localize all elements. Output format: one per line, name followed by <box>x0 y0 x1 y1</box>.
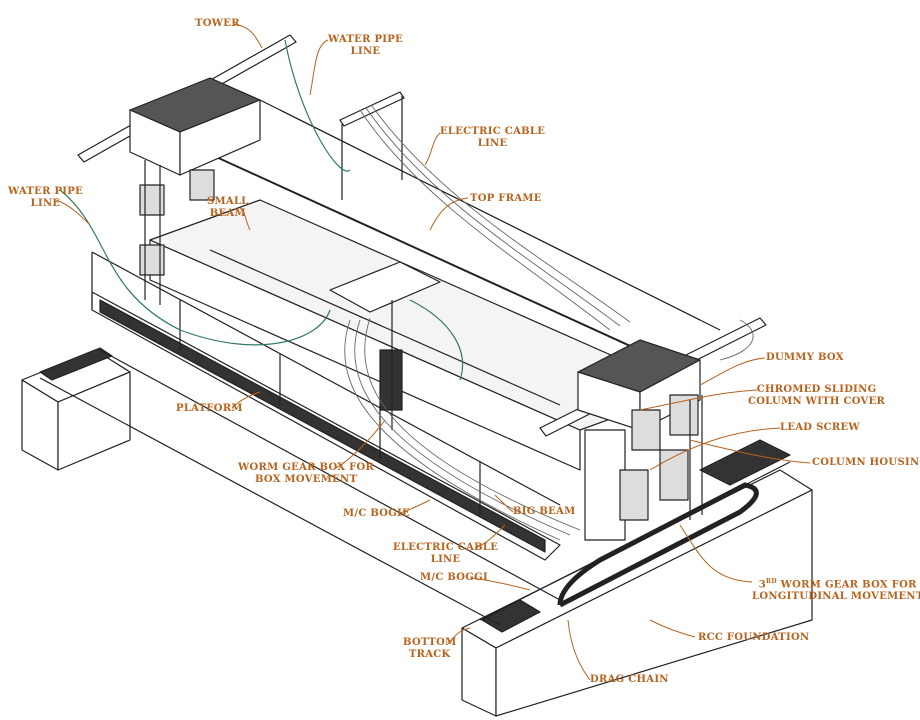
label-line: ELECTRIC CABLE <box>393 542 499 553</box>
label-line: COLUMN WITH COVER <box>748 396 886 407</box>
water-pipes <box>59 39 464 381</box>
label-tower: TOWER <box>195 18 240 29</box>
label-mc-boggi: M/C BOGGI <box>420 572 488 583</box>
label-line: WORM GEAR BOX FOR <box>238 462 375 473</box>
ordinal-number: 3 <box>758 579 767 591</box>
label-rcc-foundation: RCC FOUNDATION <box>698 632 810 643</box>
label-line: WATER PIPE <box>328 34 403 45</box>
rcc-foundation-left <box>21 347 131 471</box>
platform <box>91 251 561 561</box>
label-mc-bogie: M/C BOGIE <box>343 508 411 519</box>
label-line: LONGITUDINAL MOVEMENT <box>752 591 920 603</box>
tower-right <box>577 339 703 541</box>
label-line: WATER PIPE <box>8 186 83 197</box>
worm-gear-carriage <box>329 261 441 430</box>
label-line: BEAM <box>209 208 246 219</box>
label-big-beam: BIG BEAM <box>513 506 576 517</box>
ordinal-suffix: RD <box>766 578 777 585</box>
label-top-frame: TOP FRAME <box>470 193 542 204</box>
label-drag-chain: DRAG CHAIN <box>590 674 669 685</box>
tower-left <box>129 77 261 305</box>
label-dummy-box: DUMMY BOX <box>766 352 844 363</box>
rcc-foundation-right <box>461 439 813 717</box>
label-line: LINE <box>350 46 381 57</box>
leader-lines <box>55 23 811 681</box>
label-line: BOTTOM <box>403 637 457 648</box>
label-line: SMALL <box>207 196 249 207</box>
label-lead-screw: LEAD SCREW <box>780 422 860 433</box>
label-text: WORM GEAR BOX FOR <box>780 579 917 591</box>
electric-cables <box>344 105 754 541</box>
label-line: ELECTRIC CABLE <box>440 126 546 137</box>
label-line: TRACK <box>408 649 451 660</box>
label-platform: PLATFORM <box>176 403 243 414</box>
label-line: LINE <box>30 198 61 209</box>
label-line: BOX MOVEMENT <box>254 474 358 485</box>
label-line: LINE <box>430 554 461 565</box>
label-line: LINE <box>477 138 508 149</box>
label-line: CHROMED SLIDING <box>756 384 877 395</box>
drag-chain <box>557 482 759 608</box>
label-line: 3RD WORM GEAR BOX FOR <box>752 576 920 591</box>
label-column-housing: COLUMN HOUSING <box>812 457 920 468</box>
